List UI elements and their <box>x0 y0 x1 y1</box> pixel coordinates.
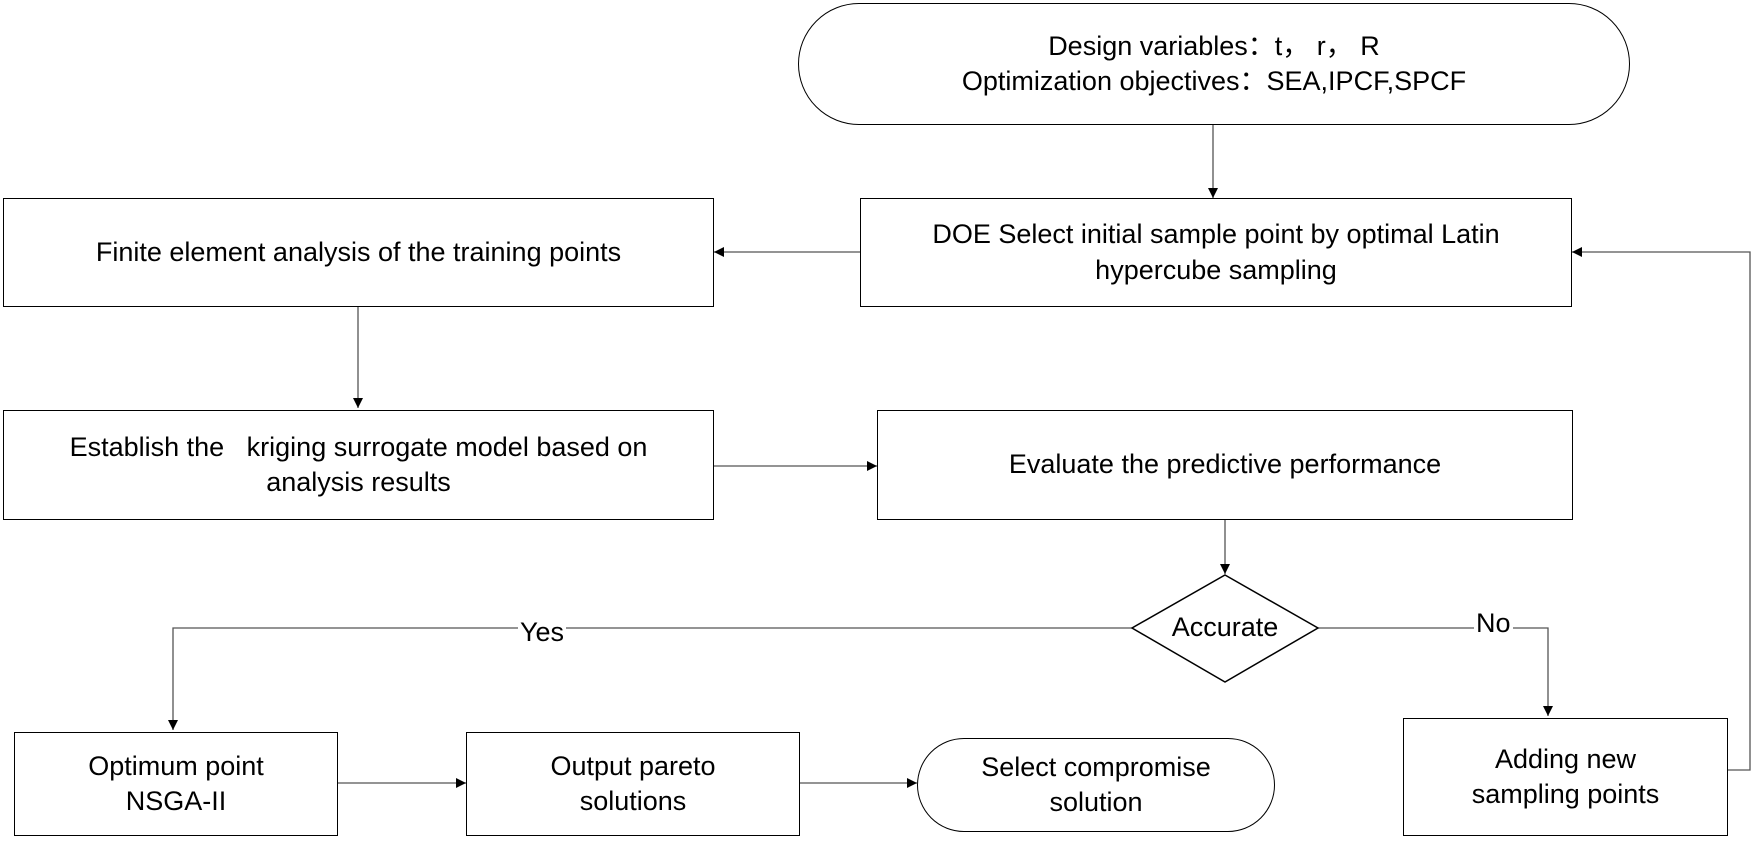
kriging-line-2: analysis results <box>266 467 451 497</box>
decision-label: Accurate <box>1171 612 1279 642</box>
optimum-point-box: Optimum point NSGA-II <box>14 732 338 836</box>
compromise-line-2: solution <box>1049 787 1143 817</box>
pareto-line-1: Output pareto <box>550 750 716 781</box>
doe-line-1: DOE Select initial sample point by optim… <box>932 219 1500 250</box>
doe-sampling-box: DOE Select initial sample point by optim… <box>860 198 1572 307</box>
pareto-line-2: solutions <box>579 786 687 816</box>
design-variables-text: Design variables：t， r， R <box>1048 30 1380 61</box>
evaluate-text: Evaluate the predictive performance <box>1008 449 1442 480</box>
doe-line-2: hypercube sampling <box>1095 254 1337 285</box>
edge-decision-yes-to-optimum <box>168 627 1132 730</box>
kriging-line-1: Establish the kriging surrogate model ba… <box>69 431 648 462</box>
compromise-line-1: Select compromise <box>981 751 1211 782</box>
compromise-terminal: Select compromise solution <box>917 738 1275 832</box>
evaluate-box: Evaluate the predictive performance <box>877 410 1573 520</box>
optimum-line-2: NSGA-II <box>125 786 227 816</box>
pareto-output-box: Output pareto solutions <box>466 732 800 836</box>
start-terminal: Design variables：t， r， R Optimization ob… <box>798 3 1630 125</box>
decision-diamond <box>1130 574 1320 683</box>
edge-decision-no-to-adding <box>1318 627 1553 716</box>
optimum-line-1: Optimum point <box>88 750 264 781</box>
no-edge-label: No <box>1474 608 1513 638</box>
fea-box: Finite element analysis of the training … <box>3 198 714 307</box>
kriging-model-box: Establish the kriging surrogate model ba… <box>3 410 714 520</box>
optimization-objectives-text: Optimization objectives：SEA,IPCF,SPCF <box>961 66 1467 96</box>
adding-line-1: Adding new <box>1494 743 1637 774</box>
yes-edge-label: Yes <box>518 617 567 647</box>
adding-sampling-points-box: Adding new sampling points <box>1403 718 1728 836</box>
adding-line-2: sampling points <box>1471 779 1660 809</box>
fea-text: Finite element analysis of the training … <box>95 236 622 267</box>
edge-adding-to-doe-loop <box>1572 247 1751 771</box>
